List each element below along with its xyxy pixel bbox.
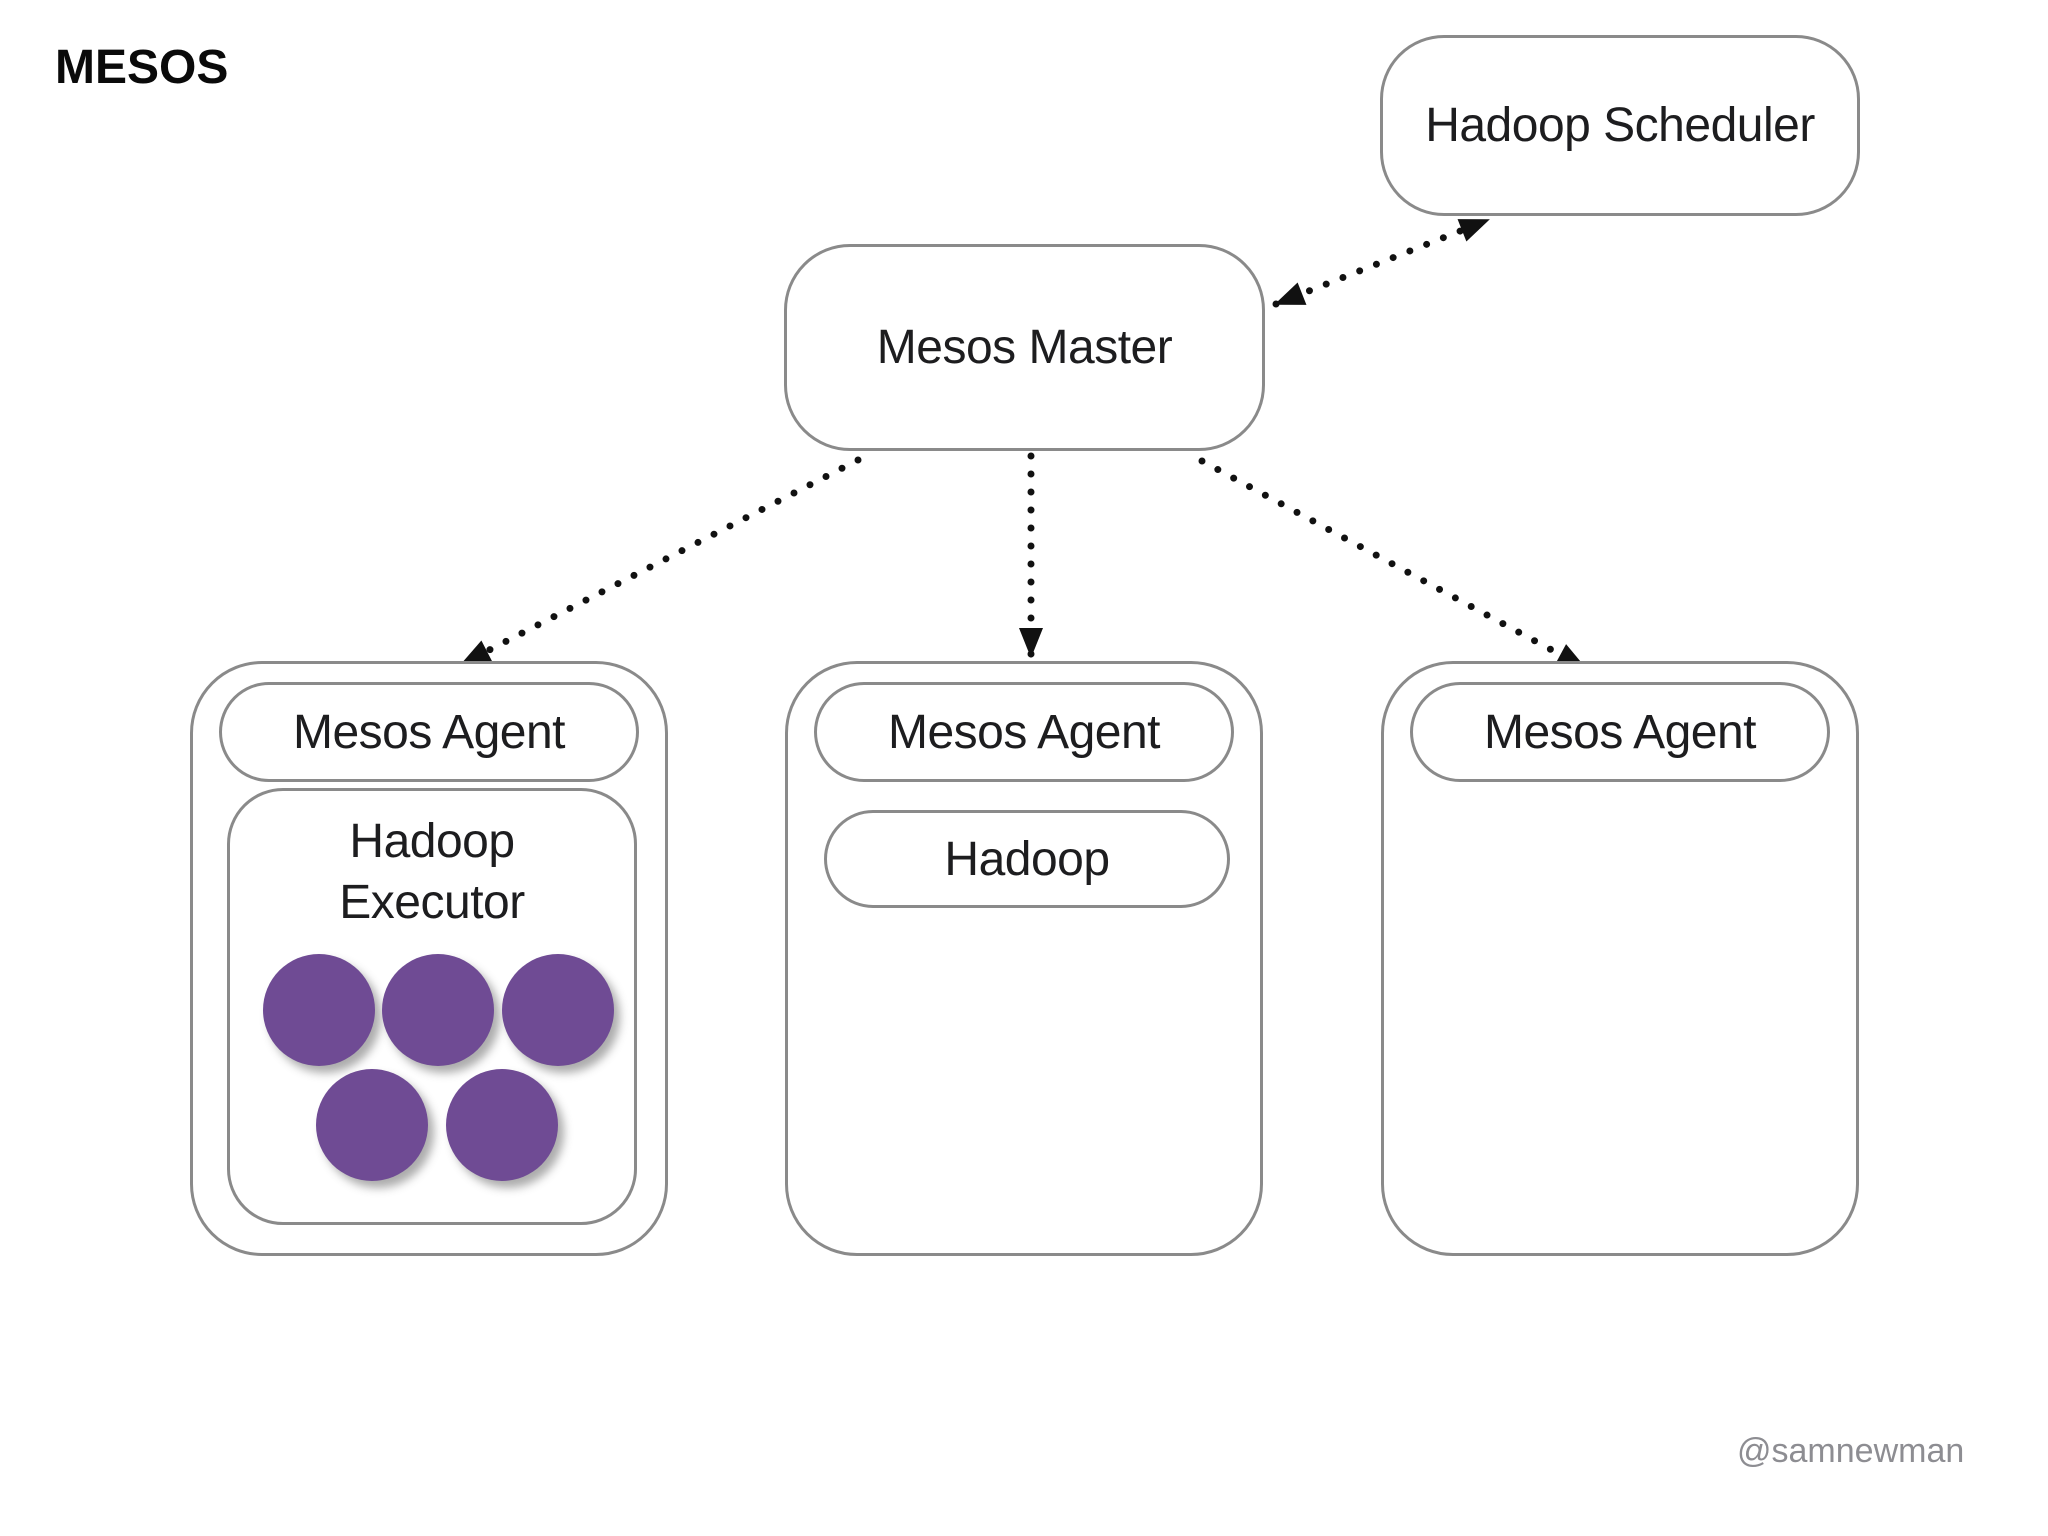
executor-label-line-1: Hadoop [349, 815, 515, 868]
node-mesos-master: Mesos Master [784, 244, 1265, 451]
pill-label: Mesos Agent [1484, 705, 1757, 759]
task-circle [382, 954, 494, 1066]
agent-container-2: Mesos Agent Hadoop [785, 661, 1263, 1256]
hadoop-framework-pill: Hadoop [824, 810, 1230, 908]
hadoop-executor-label: Hadoop Executor [230, 811, 634, 934]
task-circle [502, 954, 614, 1066]
node-label: Hadoop Scheduler [1425, 99, 1815, 152]
page-title: MESOS [55, 41, 229, 94]
task-circle [316, 1069, 428, 1181]
task-circle [446, 1069, 558, 1181]
executor-label-line-2: Executor [339, 876, 525, 930]
arrow-master-agent-1 [458, 456, 862, 668]
mesos-agent-pill-1: Mesos Agent [219, 682, 639, 782]
arrow-master-scheduler [1272, 216, 1492, 308]
task-group [230, 791, 634, 1222]
watermark: @samnewman [1737, 1432, 1965, 1470]
pill-label: Hadoop [944, 832, 1110, 886]
node-hadoop-scheduler: Hadoop Scheduler [1380, 35, 1860, 216]
mesos-agent-pill-3: Mesos Agent [1410, 682, 1830, 782]
pill-label: Mesos Agent [888, 705, 1161, 759]
pill-label: Mesos Agent [293, 705, 566, 759]
task-circle [263, 954, 375, 1066]
agent-container-3: Mesos Agent [1381, 661, 1859, 1256]
arrow-master-agent-3 [1198, 457, 1589, 672]
hadoop-executor-box: Hadoop Executor [227, 788, 637, 1225]
mesos-agent-pill-2: Mesos Agent [814, 682, 1234, 782]
node-label: Mesos Master [876, 321, 1173, 374]
agent-container-1: Mesos Agent Hadoop Executor [190, 661, 668, 1256]
